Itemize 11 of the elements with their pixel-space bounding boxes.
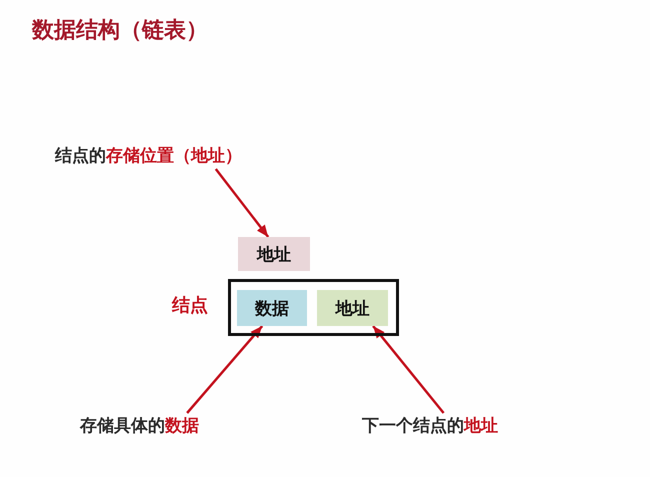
callout-text: 存储具体的数据 [80,413,199,439]
address-box: 地址 [238,237,310,271]
title: 数据结构（链表） [32,17,208,45]
data-field-box: 数据 [237,290,307,326]
arrow [186,325,264,414]
arrow [372,325,445,414]
node-heading: 结点 [172,294,208,318]
callout-text: 下一个结点的地址 [362,413,498,439]
arrow [214,168,270,238]
pointer-field-box: 地址 [317,290,388,326]
callout-text: 结点的存储位置（地址） [55,143,242,169]
